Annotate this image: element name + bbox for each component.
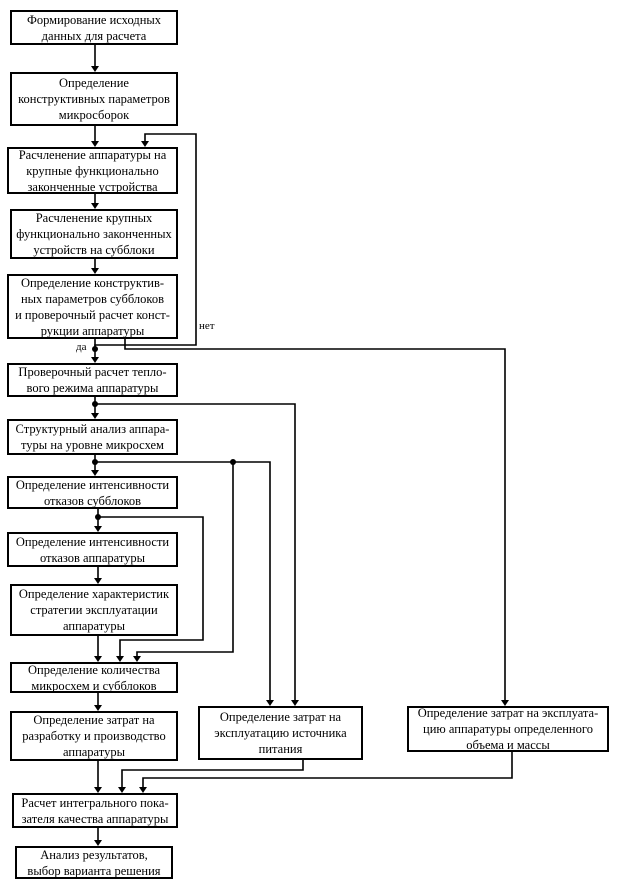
branch-n7-to-n11 <box>136 462 234 656</box>
node-development-costs: Определение затрат на разработку и произ… <box>10 711 178 761</box>
node-thermal-check: Проверочный расчет тепло- вого режима ап… <box>7 363 178 397</box>
node-volume-mass-costs: Определение затрат на эксплуата- цию апп… <box>407 706 609 752</box>
branch-n5-to-n14 <box>124 339 506 700</box>
node-operation-strategy: Определение характеристик стратегии эксп… <box>10 584 178 636</box>
label-yes: да <box>76 341 87 353</box>
arrow-n14-n15 <box>142 752 513 787</box>
branch-n6-to-n13 <box>95 403 296 700</box>
node-power-source-costs: Определение затрат на эксплуатацию источ… <box>198 706 363 760</box>
loop-no-to-n3 <box>94 133 197 349</box>
node-subblock-failure-rate: Определение интенсивности отказов суббло… <box>7 476 178 509</box>
arrow-n13-n15 <box>121 760 304 787</box>
node-analysis-results: Анализ результатов, выбор варианта решен… <box>15 846 173 879</box>
node-structural-analysis: Структурный анализ аппара- туры на уровн… <box>7 419 178 455</box>
branch-n7-to-n13 <box>95 461 271 700</box>
node-microcircuit-count: Определение количества микросхем и суббл… <box>10 662 178 693</box>
node-apparatus-failure-rate: Определение интенсивности отказов аппара… <box>7 532 178 567</box>
node-integral-quality: Расчет интегрального пока- зателя качест… <box>12 793 178 828</box>
label-no: нет <box>199 320 215 332</box>
node-split-subblocks: Расчленение крупных функционально законч… <box>10 209 178 259</box>
node-subblock-params-check: Определение конструктив- ных параметров … <box>7 274 178 339</box>
node-microassembly-params: Определение конструктивных параметров ми… <box>10 72 178 126</box>
node-split-apparatus: Расчленение аппаратуры на крупные функци… <box>7 147 178 194</box>
node-initial-data: Формирование исходных данных для расчета <box>10 10 178 45</box>
branch-n8-to-n11 <box>98 516 204 656</box>
